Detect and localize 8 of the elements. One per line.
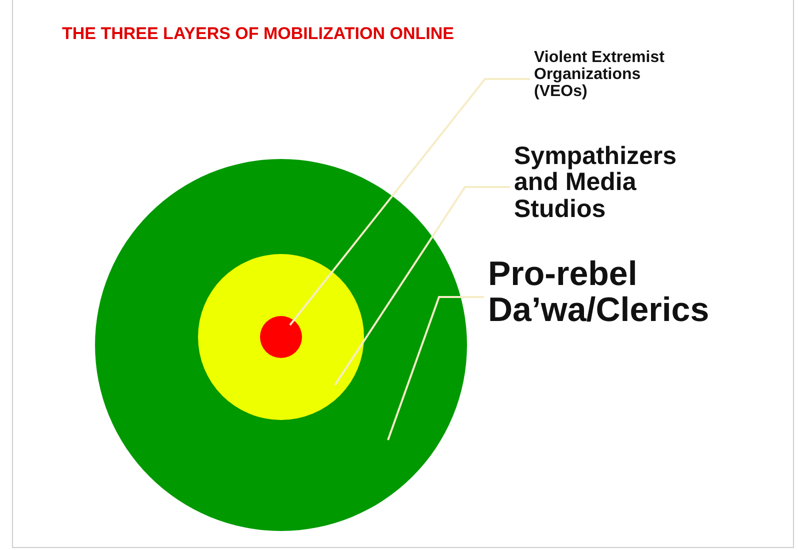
diagram-title: THE THREE LAYERS OF MOBILIZATION ONLINE <box>62 24 454 44</box>
leader-line <box>387 296 484 440</box>
callout-label: Violent Extremist Organizations (VEOs) <box>534 50 684 100</box>
callout-label: Sympathizers and Media Studios <box>514 143 694 222</box>
leader-line <box>334 186 510 386</box>
leader-line <box>289 78 530 326</box>
callout-label: Pro-rebel Da’wa/Clerics <box>488 257 768 328</box>
core-circle <box>260 316 302 358</box>
